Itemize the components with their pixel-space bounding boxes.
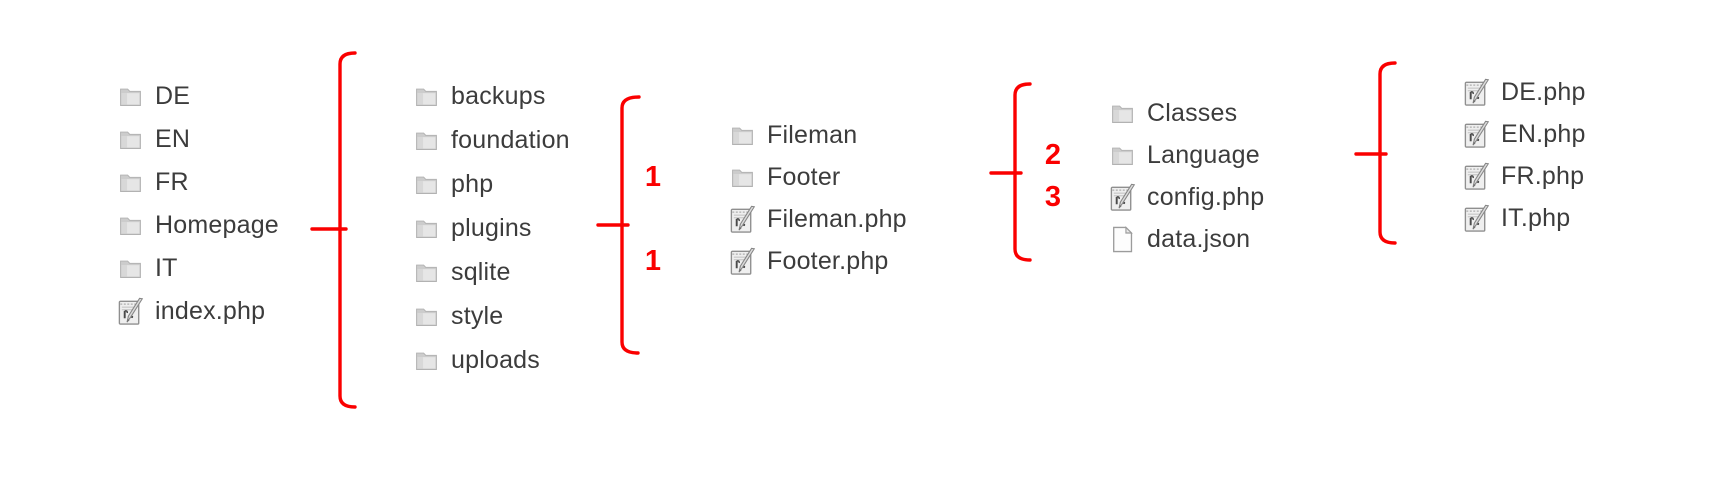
tree-item: uploads: [408, 338, 570, 382]
document-icon: [1104, 225, 1140, 253]
folder-icon: [408, 130, 444, 151]
tree-item: DE.php: [1458, 71, 1586, 113]
tree-item: 1 Footer: [645, 156, 907, 198]
tree-item: php: [408, 162, 570, 206]
step-number: 1: [644, 160, 662, 193]
tree-item: Homepage: [112, 204, 279, 247]
item-label: Homepage: [155, 211, 279, 239]
folder-icon: [112, 86, 148, 107]
folder-icon: [724, 167, 760, 188]
column-homepage-children: backups foundation php plugins sqlite style up…: [408, 74, 570, 382]
folder-icon: [408, 350, 444, 371]
item-label: FR.php: [1501, 161, 1585, 190]
php-file-icon: [724, 205, 760, 234]
item-label: Footer.php: [767, 246, 889, 275]
item-label: EN.php: [1501, 119, 1586, 148]
php-file-icon: [1458, 204, 1494, 233]
item-label: EN: [155, 125, 191, 153]
php-file-icon: [1458, 162, 1494, 191]
tree-item: data.json: [1104, 218, 1264, 260]
tree-item: EN: [112, 118, 279, 161]
tree-item: IT: [112, 247, 279, 290]
folder-icon: [112, 215, 148, 236]
item-label: backups: [451, 81, 546, 110]
folder-icon: [408, 218, 444, 239]
item-label: index.php: [155, 297, 266, 325]
item-label: IT: [155, 254, 178, 282]
red-brace-2: [596, 95, 641, 355]
item-label: Classes: [1147, 98, 1238, 127]
tree-item: Classes: [1104, 92, 1264, 134]
tree-item: 3 config.php: [1045, 176, 1265, 218]
folder-icon: [724, 125, 760, 146]
tree-item: backups: [408, 74, 570, 118]
item-label: Language: [1147, 140, 1260, 169]
item-label: php: [451, 169, 494, 198]
folder-icon: [408, 86, 444, 107]
item-label: config.php: [1147, 182, 1265, 211]
tree-item: style: [408, 294, 570, 338]
tree-item: 1 Footer.php: [645, 240, 907, 282]
red-brace-1: [310, 51, 357, 409]
tree-item: EN.php: [1458, 113, 1586, 155]
red-brace-4: [1354, 61, 1397, 245]
tree-item: index.php: [112, 290, 279, 333]
item-label: sqlite: [451, 257, 511, 286]
item-label: DE: [155, 82, 191, 110]
folder-icon: [112, 172, 148, 193]
php-file-icon: [1458, 78, 1494, 107]
step-number: 1: [644, 244, 662, 277]
item-label: Footer: [767, 162, 841, 191]
folder-icon: [1104, 103, 1140, 124]
item-label: DE.php: [1501, 77, 1586, 106]
php-file-icon: [724, 247, 760, 276]
php-file-icon: [1458, 120, 1494, 149]
folder-icon: [112, 258, 148, 279]
tree-item: Fileman.php: [724, 198, 907, 240]
folder-icon: [1104, 145, 1140, 166]
tree-item: Fileman: [724, 114, 907, 156]
tree-item: plugins: [408, 206, 570, 250]
item-label: IT.php: [1501, 203, 1571, 232]
php-file-icon: [1104, 183, 1140, 212]
tree-item: FR.php: [1458, 155, 1586, 197]
column-footer-children: Classes 2 Language 3 config.php data.json: [1045, 92, 1265, 260]
item-label: uploads: [451, 345, 540, 374]
tree-item: FR: [112, 161, 279, 204]
item-label: style: [451, 301, 504, 330]
item-label: Fileman.php: [767, 204, 907, 233]
tree-item: IT.php: [1458, 197, 1586, 239]
php-file-icon: [112, 297, 148, 326]
item-label: foundation: [451, 125, 570, 154]
tree-item: foundation: [408, 118, 570, 162]
tree-item: 2 Language: [1045, 134, 1264, 176]
item-label: data.json: [1147, 224, 1251, 253]
step-number: 2: [1044, 138, 1062, 171]
item-label: Fileman: [767, 120, 858, 149]
folder-icon: [112, 129, 148, 150]
folder-icon: [408, 262, 444, 283]
item-label: FR: [155, 168, 189, 196]
folder-icon: [408, 306, 444, 327]
tree-item: DE: [112, 75, 279, 118]
tree-item: sqlite: [408, 250, 570, 294]
red-brace-3: [989, 82, 1032, 262]
step-number: 3: [1044, 180, 1062, 213]
item-label: plugins: [451, 213, 532, 242]
folder-icon: [408, 174, 444, 195]
